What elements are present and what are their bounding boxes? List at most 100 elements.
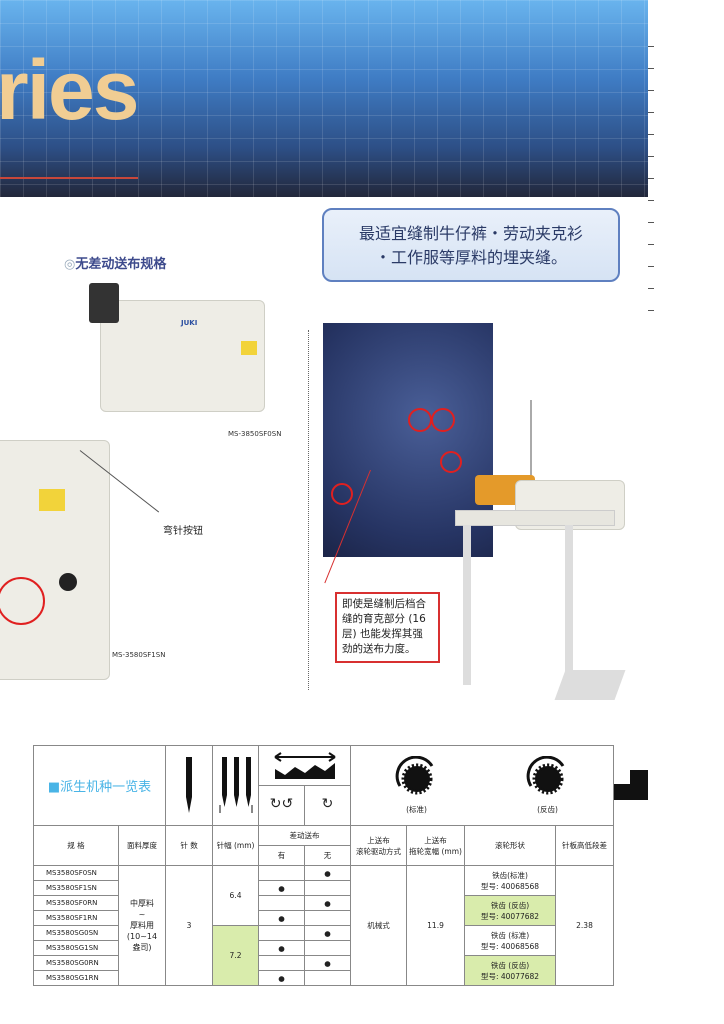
margin-tick: [648, 222, 654, 223]
model-cell: MS3580SF1SN: [33, 880, 119, 896]
highlight-circle: [431, 408, 455, 432]
margin-tick: [648, 200, 654, 201]
col-step: 针板高低段差: [555, 825, 615, 866]
drive-cell: 机械式: [350, 865, 408, 986]
standard-label: (标准): [406, 805, 427, 814]
machine-image-2: [0, 440, 110, 680]
table-row: MS3580SF1RN ●: [33, 910, 614, 926]
model-cell: MS3580SG0SN: [33, 925, 119, 941]
col-fabric: 面料厚度: [117, 825, 167, 866]
shape-cell: 铁齿 (反齿)型号: 40077682: [464, 895, 557, 926]
callout-line1: 最适宜缝制牛仔裤・劳动夹克衫: [358, 224, 583, 243]
margin-tick: [648, 134, 654, 135]
width-cell: 7.2: [212, 925, 260, 986]
single-needle-icon: [165, 745, 214, 826]
margin-tick: [648, 266, 654, 267]
differential-feed-icon: ↻↺↻: [258, 745, 352, 826]
diff-yes-cell: [258, 925, 306, 941]
col-shape: 滚轮形状: [464, 825, 557, 866]
table-title: ■派生机种一览表: [32, 745, 167, 826]
variant-table: ■派生机种一览表 ↻↺↻ (标准) (反齿) 规 格 面料厚度 针 数 针幅 (…: [32, 745, 649, 986]
margin-tick: [648, 90, 654, 91]
col-width: 针幅 (mm): [212, 825, 260, 866]
highlight-circle: [440, 451, 462, 473]
table-row: MS3580SF0RN ● 铁齿 (反齿)型号: 40077682: [33, 895, 614, 926]
roller-width-cell: 11.9: [406, 865, 466, 986]
model-cell: MS3580SF0SN: [33, 865, 119, 881]
feature-callout: 最适宜缝制牛仔裤・劳动夹克衫 ・工作服等厚料的埋夹缝。: [322, 208, 620, 282]
machine-table-image: [455, 395, 630, 730]
standard-roller-icon: (标准): [394, 755, 440, 815]
diff-yes-cell: [258, 895, 306, 911]
table-row: MS3580SG0RN●铁齿 (反齿)型号: 40077682: [33, 955, 614, 986]
highlight-circle: [408, 408, 432, 432]
button-label: 弯针按钮: [163, 526, 203, 537]
margin-tick: [648, 112, 654, 113]
reverse-roller-icon: (反齿): [525, 755, 571, 815]
width-cell: 6.4: [212, 865, 260, 926]
machine-label-1: MS-3850SF0SN: [228, 430, 282, 438]
diff-yes-cell: [258, 865, 306, 881]
diff-no-cell: ●: [304, 895, 352, 911]
shape-cell: 铁齿(标准)型号: 40068568: [464, 865, 557, 896]
reverse-label: (反齿): [537, 805, 558, 814]
margin-tick: [648, 310, 654, 311]
col-needles: 针 数: [165, 825, 214, 866]
brand-logo: JUKI: [181, 319, 198, 327]
diff-yes-cell: [258, 955, 306, 971]
model-cell: MS3580SG1SN: [33, 940, 119, 956]
machine-image-1: JUKI: [89, 283, 265, 412]
machine-motor: [89, 283, 119, 323]
note-box: 即使是缝制后档合缝的育克部分 (16层) 也能发挥其强劲的送布力度。: [335, 592, 440, 663]
diff-yes-cell: ●: [258, 910, 306, 926]
roller-icons: (标准) (反齿): [350, 745, 615, 826]
margin-tick: [648, 46, 654, 47]
model-cell: MS3580SG1RN: [33, 970, 119, 986]
diff-no-cell: [304, 880, 352, 896]
knob: [59, 573, 77, 591]
highlight-circle: [0, 577, 45, 625]
col-diff: 差动送布: [258, 825, 352, 846]
warning-label: [39, 489, 65, 511]
divider: [308, 330, 309, 690]
shape-cell: 铁齿 (标准)型号: 40068568: [464, 925, 557, 956]
table-row: MS3580SG1RN ●: [33, 970, 614, 986]
diff-no-cell: [304, 970, 352, 986]
diff-yes-cell: ●: [258, 940, 306, 956]
col-diff-no: 无: [304, 845, 352, 866]
margin-tick: [648, 68, 654, 69]
needles-cell: 3: [165, 865, 214, 986]
needle-gauge-icon: [212, 745, 260, 826]
diff-no-cell: ●: [304, 865, 352, 881]
margin-tick: [648, 156, 654, 157]
margin-tick: [648, 178, 654, 179]
diff-no-cell: [304, 940, 352, 956]
diff-no-cell: [304, 910, 352, 926]
diff-yes-cell: ●: [258, 970, 306, 986]
section-heading-text: 无差动送布规格: [75, 257, 167, 272]
bullet-icon: ◎: [64, 257, 76, 272]
margin-tick: [648, 288, 654, 289]
table-row: MS3580SG1SN ●: [33, 940, 614, 956]
highlight-circle: [331, 483, 353, 505]
diff-no-cell: ●: [304, 925, 352, 941]
step-cell: 2.38: [555, 865, 615, 986]
title-underline: [0, 177, 138, 179]
callout-line2: ・工作服等厚料的埋夹缝。: [374, 248, 567, 267]
model-cell: MS3580SF0RN: [33, 895, 119, 911]
col-drive: 上送布滚轮驱动方式: [350, 825, 408, 866]
warning-label: [241, 341, 257, 355]
machine-label-2: MS-3580SF1SN: [112, 651, 166, 659]
series-title: ries: [0, 43, 139, 137]
section-heading: ◎无差动送布规格: [64, 253, 166, 272]
diff-yes-cell: ●: [258, 880, 306, 896]
header-banner: [0, 0, 648, 197]
model-cell: MS3580SF1RN: [33, 910, 119, 926]
margin-tick: [648, 244, 654, 245]
col-roller-width: 上送布拖轮宽幅 (mm): [406, 825, 466, 866]
col-model: 规 格: [33, 825, 119, 866]
shape-cell: 铁齿 (反齿)型号: 40077682: [464, 955, 557, 986]
